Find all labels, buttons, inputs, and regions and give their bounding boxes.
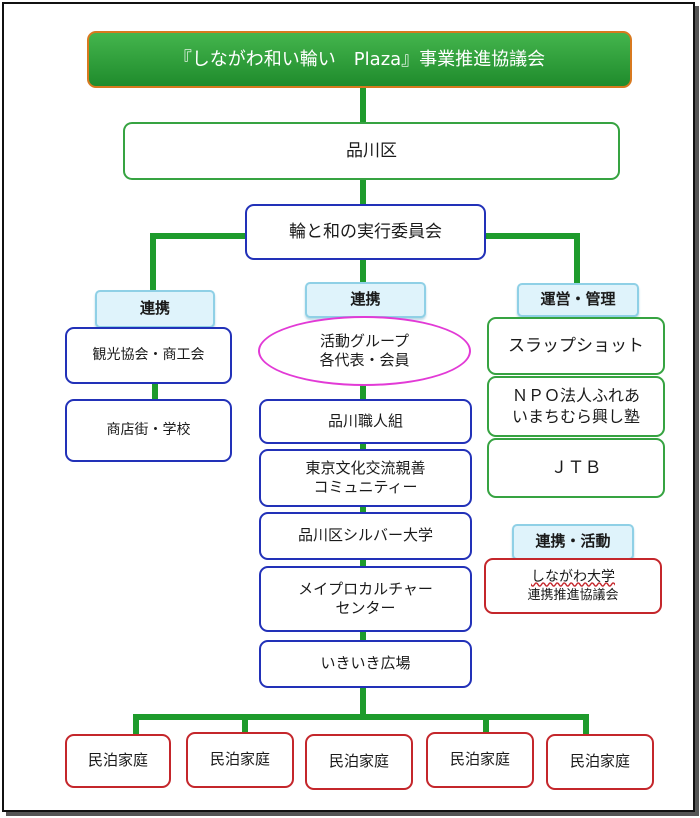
committee-box: 輪と和の実行委員会	[245, 204, 486, 260]
connector-committee-right-h	[485, 233, 580, 239]
center-box-tokyo-culture: 東京文化交流親善 コミュニティー	[259, 449, 472, 507]
title-box: 『しながわ和い輪い Plaza』事業推進協議会	[87, 31, 632, 88]
center-box-shokunin: 品川職人組	[259, 399, 472, 444]
homestay-box-2: 民泊家庭	[186, 732, 294, 788]
right-box-slapshot: スラップショット	[487, 317, 665, 375]
center-box-ikiiki: いきいき広場	[259, 640, 472, 688]
connector-title-ku	[360, 87, 366, 123]
connector-homestay-2	[242, 714, 248, 734]
university-line2: 連携推進協議会	[527, 587, 619, 603]
right-box-jtb: ＪＴＢ	[487, 438, 665, 498]
connector-ku-committee	[360, 180, 366, 206]
connector-homestay-1	[133, 714, 139, 736]
left-box-tourism: 観光協会・商工会	[65, 327, 232, 384]
connector-homestay-5	[583, 714, 589, 736]
label-center-collab: 連携	[305, 282, 426, 318]
connector-left-down	[150, 233, 156, 293]
left-box-shopping: 商店街・学校	[65, 399, 232, 462]
center-box-maypro: メイプロカルチャー センター	[259, 566, 472, 632]
connector-homestay-bar	[133, 714, 589, 720]
center-box-silver-univ: 品川区シルバー大学	[259, 512, 472, 560]
connector-committee-left-h	[150, 233, 246, 239]
label-right-operation: 運営・管理	[517, 283, 639, 317]
homestay-box-1: 民泊家庭	[65, 734, 171, 788]
connector-committee-center	[360, 259, 366, 285]
activity-group-ellipse: 活動グループ 各代表・会員	[258, 316, 471, 386]
connector-right-down	[574, 233, 580, 285]
shinagawa-ku-box: 品川区	[123, 122, 620, 180]
right-box-npo: ＮＰＯ法人ふれあ いまちむら興し塾	[487, 376, 665, 437]
university-line1: しながわ大学	[531, 568, 615, 585]
university-box: しながわ大学 連携推進協議会	[484, 558, 662, 614]
homestay-box-4: 民泊家庭	[426, 732, 534, 788]
homestay-box-5: 民泊家庭	[546, 734, 654, 790]
connector-homestay-4	[483, 714, 489, 734]
connector-left-boxes	[152, 383, 158, 401]
homestay-box-3: 民泊家庭	[305, 734, 413, 790]
label-collab-activity: 連携・活動	[512, 524, 634, 560]
label-left-collab: 連携	[95, 290, 215, 328]
